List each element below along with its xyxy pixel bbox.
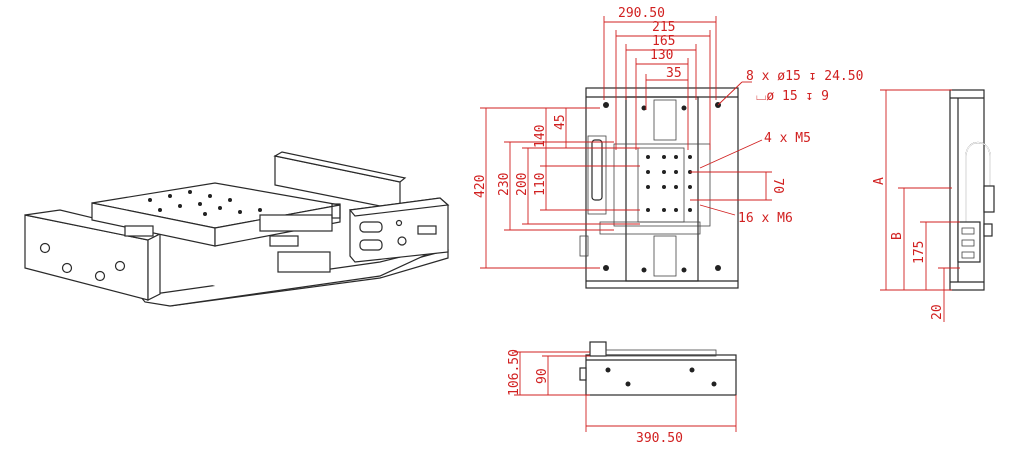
top-view: 290.50 215 165 130 35 420 230 200 140 11… — [473, 6, 863, 289]
top-view-width-dimensions — [603, 16, 717, 150]
dim-45: 45 — [553, 114, 568, 130]
isometric-stage-view — [24, 151, 450, 307]
callout-counterbore-2: ⌴ø 15 ↧ 9 — [756, 89, 829, 104]
front-view: 106.50 90 390.50 — [507, 341, 737, 446]
dim-70: 70 — [770, 178, 785, 194]
dim-106-50: 106.50 — [507, 349, 522, 396]
callout-counterbore: 8 x ø15 ↧ 24.50 — [746, 69, 863, 84]
m6-hole-grid — [646, 155, 692, 212]
side-view: A B 175 20 — [872, 89, 995, 322]
dim-label-b: B — [890, 232, 905, 240]
dim-230: 230 — [497, 173, 512, 196]
dim-35: 35 — [666, 66, 682, 81]
top-view-height-dimensions — [480, 107, 772, 269]
dim-130: 130 — [650, 48, 673, 63]
front-view-dimensions — [514, 351, 737, 432]
side-view-dimensions — [880, 89, 960, 322]
dim-165: 165 — [652, 34, 675, 49]
callout-leaders — [699, 81, 763, 216]
dim-290-50: 290.50 — [618, 6, 665, 21]
top-plate-holes — [148, 190, 262, 216]
dim-110: 110 — [533, 173, 548, 196]
dim-200: 200 — [515, 173, 530, 196]
dim-label-a: A — [872, 177, 887, 185]
dim-90: 90 — [535, 368, 550, 384]
callout-m6: 16 x M6 — [738, 211, 793, 226]
dim-390-50: 390.50 — [636, 431, 683, 446]
callout-m5: 4 x M5 — [764, 131, 811, 146]
dim-20: 20 — [930, 304, 945, 320]
dim-140: 140 — [533, 125, 548, 148]
dim-420: 420 — [473, 175, 488, 198]
dim-215: 215 — [652, 20, 675, 35]
dim-175: 175 — [912, 241, 927, 264]
